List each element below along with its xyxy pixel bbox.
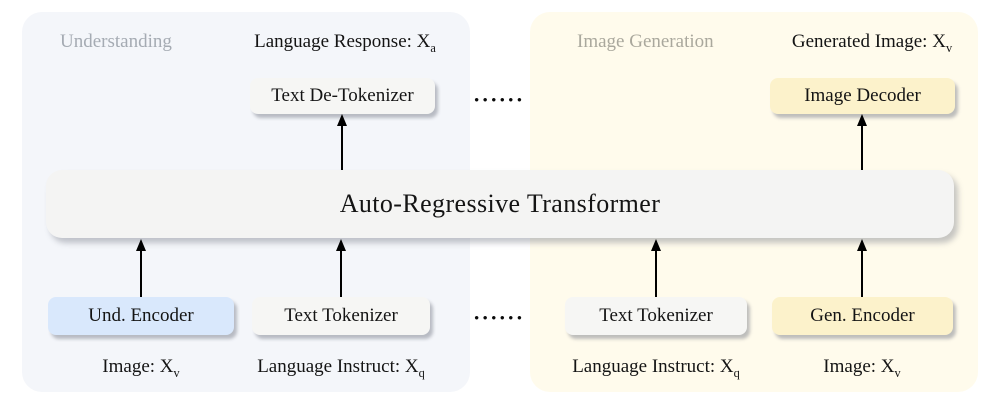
ellipsis-top: •••••• (474, 92, 526, 107)
arrowhead-icon (337, 114, 347, 126)
text-tokenizer-box-right: Text Tokenizer (565, 297, 747, 335)
image-generation-title: Image Generation (577, 30, 714, 54)
arrow-from-text-tokenizer-right (650, 239, 662, 297)
image-decoder-box: Image Decoder (770, 78, 955, 114)
arrow-to-image-decoder (856, 114, 868, 170)
subscript-q: q (418, 365, 425, 380)
subscript-q: q (733, 365, 740, 380)
transformer-label: Auto-Regressive Transformer (339, 189, 661, 218)
language-instruct-label-left: Language Instruct: Xq (257, 356, 425, 380)
text-tokenizer-box-left: Text Tokenizer (252, 297, 430, 335)
language-response-label: Language Response: Xa (254, 31, 436, 55)
auto-regressive-transformer-box: Auto-Regressive Transformer (46, 170, 954, 238)
understanding-title-text: Understanding (60, 31, 172, 52)
generated-image-label: Generated Image: Xv (791, 31, 953, 55)
subscript-a: a (430, 40, 436, 55)
arrowhead-icon (651, 239, 661, 251)
und-encoder-box: Und. Encoder (48, 297, 234, 335)
arrowhead-icon (857, 114, 867, 126)
text-de-tokenizer-box: Text De-Tokenizer (250, 78, 435, 114)
gen-encoder-box: Gen. Encoder (772, 297, 953, 335)
language-instruct-label-right: Language Instruct: Xq (572, 356, 740, 380)
arrowhead-icon (336, 239, 346, 251)
arrow-from-und-encoder (135, 239, 147, 297)
image-input-label-right: Image: Xv (823, 356, 901, 380)
arrow-from-text-tokenizer-left (335, 239, 347, 297)
ellipsis-bottom: •••••• (474, 310, 526, 325)
understanding-title: Understanding (60, 30, 172, 54)
arrowhead-icon (136, 239, 146, 251)
subscript-v: v (945, 40, 953, 55)
image-generation-title-text: Image Generation (577, 31, 714, 52)
arrow-from-gen-encoder (856, 239, 868, 297)
subscript-v: v (173, 365, 180, 380)
arrow-to-text-de-tokenizer (336, 114, 348, 170)
subscript-v: v (894, 365, 901, 380)
arrowhead-icon (857, 239, 867, 251)
image-input-label-left: Image: Xv (102, 356, 180, 380)
